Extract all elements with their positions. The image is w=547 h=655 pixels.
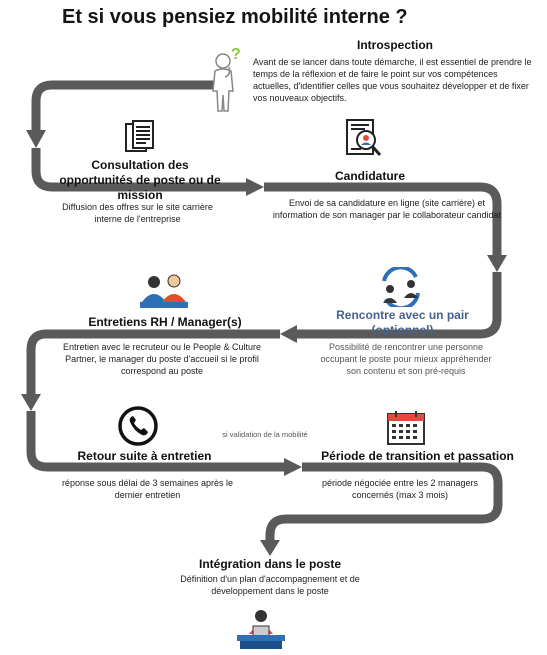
exchange-people-icon (376, 265, 426, 311)
introspection-title: Introspection (356, 38, 433, 52)
introspection-desc: Avant de se lancer dans toute démarche, … (253, 57, 532, 103)
integration-title: Intégration dans le poste (198, 557, 342, 571)
arrow-left-1 (280, 325, 297, 343)
pair-title: Rencontre avec un pair (optionnel) (336, 308, 469, 337)
transition-desc: période négociée entre les 2 managers co… (321, 478, 479, 500)
arrow-down-4 (260, 540, 280, 556)
consultation-title: Consultation des opportunités de poste o… (59, 158, 221, 202)
phone-icon (117, 405, 159, 447)
retour-desc: réponse sous délai de 3 semaines après l… (61, 478, 234, 500)
candidature-desc: Envoi de sa candidature en ligne (site c… (272, 198, 502, 220)
desk-person-icon (236, 608, 286, 650)
calendar-icon (386, 410, 426, 446)
consultation-desc: Diffusion des offres sur le site carrièr… (62, 202, 213, 224)
entretiens-desc: Entretien avec le recruteur ou le People… (62, 342, 262, 376)
integration-desc: Définition d'un plan d'accompagnement et… (180, 574, 360, 596)
pair-desc: Possibilité de rencontrer une personne o… (320, 342, 492, 376)
thinking-person-icon: ? (207, 45, 247, 113)
retour-title: Retour suite à entretien (77, 449, 212, 463)
candidature-title: Candidature (334, 169, 405, 183)
arrow-down-3 (21, 394, 41, 411)
resume-search-icon (345, 119, 383, 159)
svg-text:?: ? (231, 46, 241, 63)
entretiens-title: Entretiens RH / Manager(s) (88, 315, 242, 329)
interview-people-icon (138, 272, 190, 312)
transition-title: Période de transition et passation (321, 449, 514, 463)
arrow-right-2 (284, 458, 302, 476)
arrow-down-1 (26, 130, 46, 148)
page-title: Et si vous pensiez mobilité interne ? (62, 6, 408, 28)
arrow-right-1 (246, 178, 264, 196)
condition-label: si validation de la mobilité (222, 430, 308, 439)
arrow-down-2 (487, 255, 507, 272)
documents-icon (124, 120, 156, 156)
